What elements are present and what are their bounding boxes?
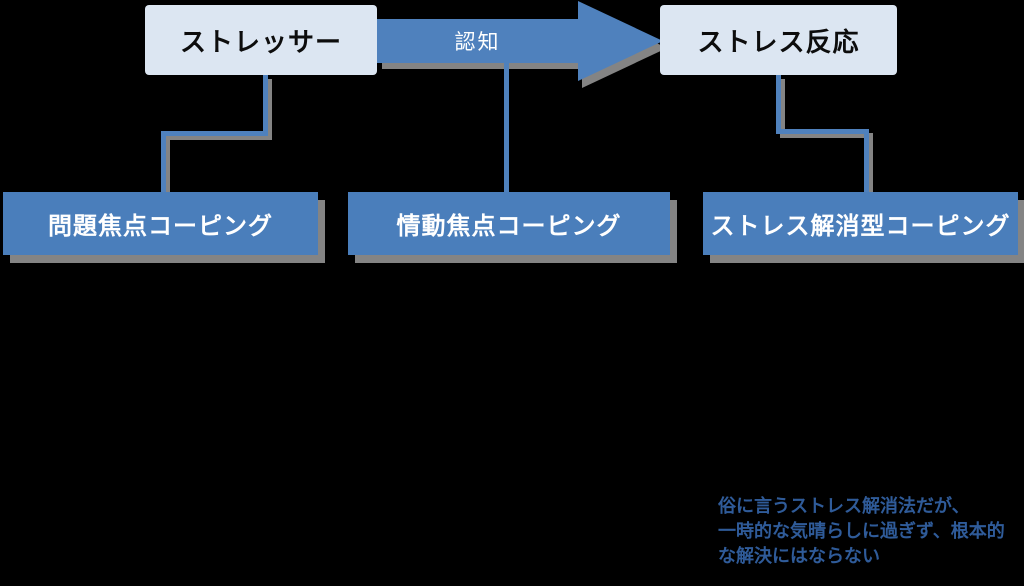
connector-stressor-horizontal bbox=[161, 131, 268, 136]
connector-response-horizontal bbox=[776, 129, 869, 134]
connector-response-down bbox=[776, 75, 781, 133]
coping-box-relief-label: ストレス解消型コーピング bbox=[710, 213, 1011, 240]
note-text: 俗に言うストレス解消法だが、 一時的な気晴らしに過ぎず、根本的 な解決にはならな… bbox=[718, 494, 1005, 569]
connector-cognition-to-emotion bbox=[504, 63, 509, 192]
connector-response-to-relief bbox=[864, 129, 869, 192]
coping-box-problem: 問題焦点コーピング bbox=[3, 192, 318, 255]
stressor-box: ストレッサー bbox=[145, 5, 377, 75]
note-line-2: 一時的な気晴らしに過ぎず、根本的 bbox=[718, 521, 1005, 541]
connector1-shadow bbox=[165, 135, 272, 140]
coping-box-problem-label: 問題焦点コーピング bbox=[48, 213, 273, 240]
stress-response-label: ストレス反応 bbox=[697, 26, 860, 57]
coping-box-relief: ストレス解消型コーピング bbox=[703, 192, 1018, 255]
cognition-arrow-label: 認知 bbox=[454, 31, 501, 54]
note-line-3: な解決にはならない bbox=[718, 546, 880, 566]
right-arrow-icon bbox=[377, 19, 578, 63]
connector3-shadow bbox=[868, 133, 873, 196]
connector1-shadow bbox=[267, 79, 272, 139]
connector-stressor-to-problem bbox=[161, 131, 166, 192]
right-arrow-head-icon bbox=[578, 1, 663, 81]
connector1-shadow bbox=[165, 135, 170, 196]
connector3-shadow bbox=[780, 133, 873, 138]
coping-box-emotion: 情動焦点コーピング bbox=[348, 192, 670, 255]
note-line-1: 俗に言うストレス解消法だが、 bbox=[718, 496, 970, 516]
stress-response-box: ストレス反応 bbox=[660, 5, 897, 75]
connector3-shadow bbox=[780, 79, 785, 137]
coping-box-emotion-label: 情動焦点コーピング bbox=[396, 213, 622, 240]
connector-stressor-down bbox=[263, 75, 268, 135]
stressor-label: ストレッサー bbox=[179, 26, 342, 57]
